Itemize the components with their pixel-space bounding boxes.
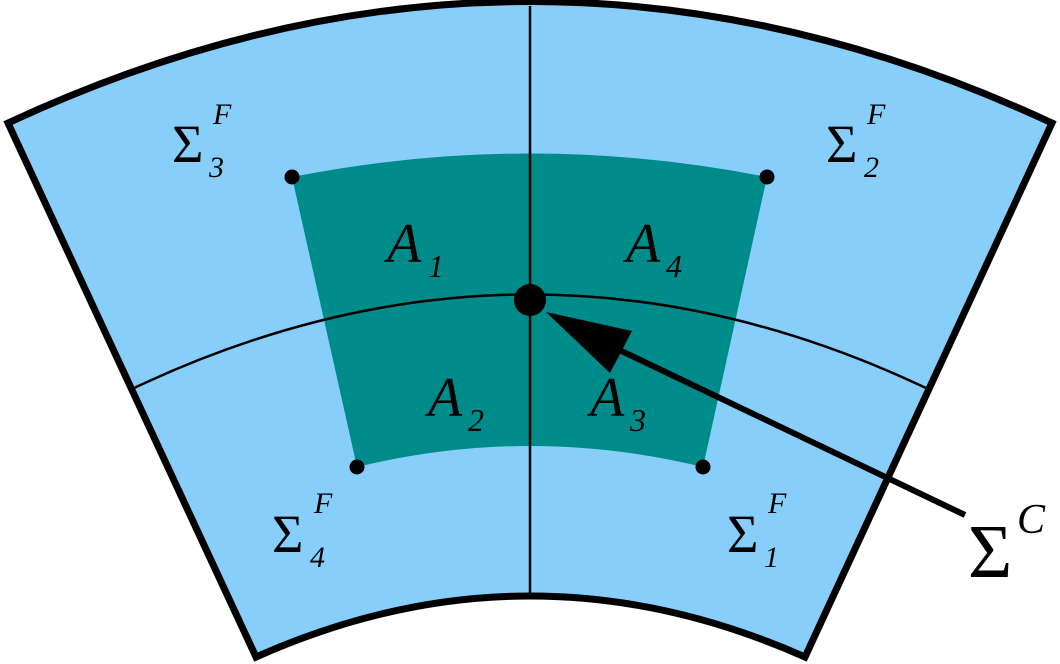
- label-sigma-f-4: Σ F 4: [272, 487, 333, 574]
- label-a1: A 1: [383, 213, 444, 284]
- pointer-arrow-shaft: [588, 333, 967, 518]
- svg-text:A: A: [424, 367, 463, 429]
- svg-text:Σ: Σ: [172, 114, 203, 174]
- label-a4: A 4: [622, 213, 682, 284]
- svg-text:F: F: [767, 487, 787, 520]
- label-a3: A 3: [586, 367, 646, 438]
- label-sigma-c: Σ C: [968, 497, 1046, 594]
- svg-text:A: A: [586, 367, 625, 429]
- svg-text:A: A: [622, 213, 661, 275]
- svg-text:2: 2: [864, 151, 879, 184]
- label-sigma-f-1: Σ F 1: [727, 487, 787, 574]
- svg-text:F: F: [866, 98, 886, 131]
- svg-text:A: A: [383, 213, 422, 275]
- corner-dot-top-left: [284, 169, 300, 185]
- corner-dot-bottom-right: [695, 459, 711, 475]
- svg-text:Σ: Σ: [968, 510, 1012, 594]
- svg-text:Σ: Σ: [826, 114, 857, 174]
- svg-text:2: 2: [468, 402, 484, 438]
- svg-text:3: 3: [208, 151, 224, 184]
- label-sigma-f-3: Σ F 3: [172, 98, 232, 184]
- svg-text:C: C: [1017, 497, 1046, 543]
- svg-text:1: 1: [428, 248, 444, 284]
- svg-text:F: F: [212, 98, 232, 131]
- svg-text:Σ: Σ: [272, 504, 303, 564]
- center-node: [514, 284, 546, 316]
- svg-text:4: 4: [310, 541, 325, 574]
- label-sigma-f-2: Σ F 2: [826, 98, 886, 184]
- svg-text:3: 3: [629, 402, 646, 438]
- svg-text:4: 4: [666, 248, 682, 284]
- svg-text:F: F: [313, 487, 333, 520]
- corner-dot-top-right: [759, 169, 775, 185]
- svg-text:Σ: Σ: [727, 504, 758, 564]
- label-a2: A 2: [424, 367, 484, 438]
- corner-dot-bottom-left: [349, 459, 365, 475]
- pointer-arrowhead: [546, 312, 632, 373]
- svg-text:1: 1: [764, 541, 779, 574]
